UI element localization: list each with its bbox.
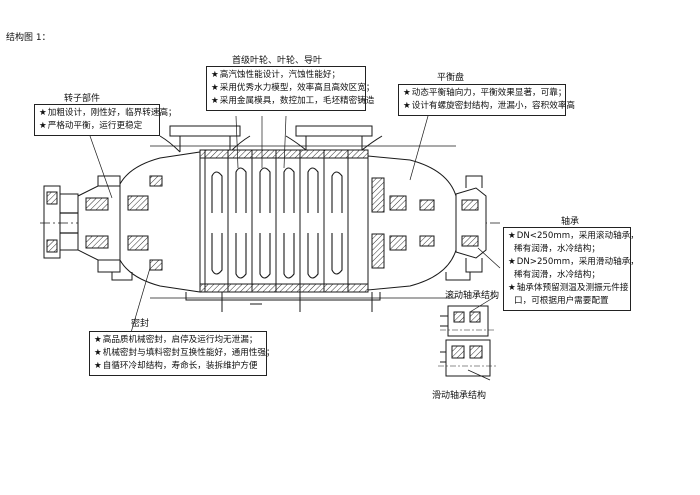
rotor-callout: ★加粗设计，刚性好，临界转速高； ★严格动平衡，运行更稳定 — [34, 104, 177, 136]
seal-line-1: ★高品质机械密封，启停及运行均无泄漏； — [94, 335, 258, 345]
bearing-line-1: ★DN<250mm，采用滚动轴承， — [508, 231, 639, 241]
non-drive-end-bearing — [455, 175, 487, 273]
impeller-line-1: ★高汽蚀性能设计，汽蚀性能好； — [211, 70, 341, 80]
impeller-line-2: ★采用优秀水力模型，效率高且高效区宽； — [211, 83, 375, 93]
coupling-flange — [43, 185, 79, 259]
impellers — [211, 167, 343, 279]
impeller-title: 首级叶轮、叶轮、导叶 — [232, 56, 323, 66]
balance-line-2: ★设计有螺旋密封结构，泄漏小，容积效率高 — [403, 101, 576, 111]
impeller-callout: ★高汽蚀性能设计，汽蚀性能好； ★采用优秀水力模型，效率高且高效区宽； ★采用金… — [206, 66, 375, 111]
outlet-nozzle — [285, 125, 383, 151]
pump-feet — [111, 272, 471, 312]
rotor-line-2: ★严格动平衡，运行更稳定 — [39, 121, 143, 131]
star-icon: ★ — [211, 96, 219, 106]
bearing-line-2: 稀有润滑，水冷结构； — [514, 244, 600, 254]
bearing-line-6: 口，可根据用户需要配置 — [514, 296, 609, 306]
star-icon: ★ — [211, 83, 219, 93]
rotor-title: 转子部件 — [64, 94, 101, 104]
seal-callout: ★高品质机械密封，启停及运行均无泄漏； ★机械密封与填料密封互换性能好，通用性强… — [89, 331, 275, 376]
sliding-bearing-label: 滑动轴承结构 — [432, 391, 487, 401]
seal-line-2: ★机械密封与填料密封互换性能好，通用性强； — [94, 348, 275, 358]
bearing-line-4: 稀有润滑，水冷结构； — [514, 270, 600, 280]
bearing-line-5: ★轴承体预留测温及测振元件接 — [508, 283, 629, 293]
star-icon: ★ — [39, 121, 47, 131]
bearing-title: 轴承 — [561, 217, 580, 227]
sliding-bearing-detail — [438, 339, 498, 377]
star-icon: ★ — [94, 335, 102, 345]
bearing-line-3: ★DN>250mm，采用滑动轴承， — [508, 257, 639, 267]
star-icon: ★ — [94, 361, 102, 371]
drive-end-bearing-housing — [77, 175, 121, 273]
seal-title: 密封 — [131, 319, 150, 329]
balance-line-1: ★动态平衡轴向力，平衡效果显著，可靠； — [403, 88, 567, 98]
suction-casing — [119, 151, 201, 293]
leader-lines — [89, 115, 501, 381]
star-icon: ★ — [508, 231, 516, 241]
star-icon: ★ — [94, 348, 102, 358]
star-icon: ★ — [403, 101, 411, 111]
seal-line-3: ★自循环冷却结构，寿命长，装拆维护方便 — [94, 361, 258, 371]
star-icon: ★ — [403, 88, 411, 98]
balance-title: 平衡盘 — [437, 73, 465, 83]
discharge-casing — [367, 155, 457, 291]
tie-rods — [150, 145, 456, 299]
star-icon: ★ — [508, 257, 516, 267]
balance-callout: ★动态平衡轴向力，平衡效果显著，可靠； ★设计有螺旋密封结构，泄漏小，容积效率高 — [398, 84, 576, 116]
star-icon: ★ — [39, 108, 47, 118]
rotor-line-1: ★加粗设计，刚性好，临界转速高； — [39, 108, 177, 118]
star-icon: ★ — [211, 70, 219, 80]
rolling-bearing-label: 滚动轴承结构 — [445, 291, 500, 301]
bearing-callout: ★DN<250mm，采用滚动轴承， 稀有润滑，水冷结构； ★DN>250mm，采… — [503, 227, 639, 311]
page-label: 结构图 1： — [6, 33, 51, 43]
impeller-line-3: ★采用金属模具，数控加工，毛坯精密铸造 — [211, 96, 375, 106]
rolling-bearing-detail — [440, 305, 496, 337]
star-icon: ★ — [508, 283, 516, 293]
